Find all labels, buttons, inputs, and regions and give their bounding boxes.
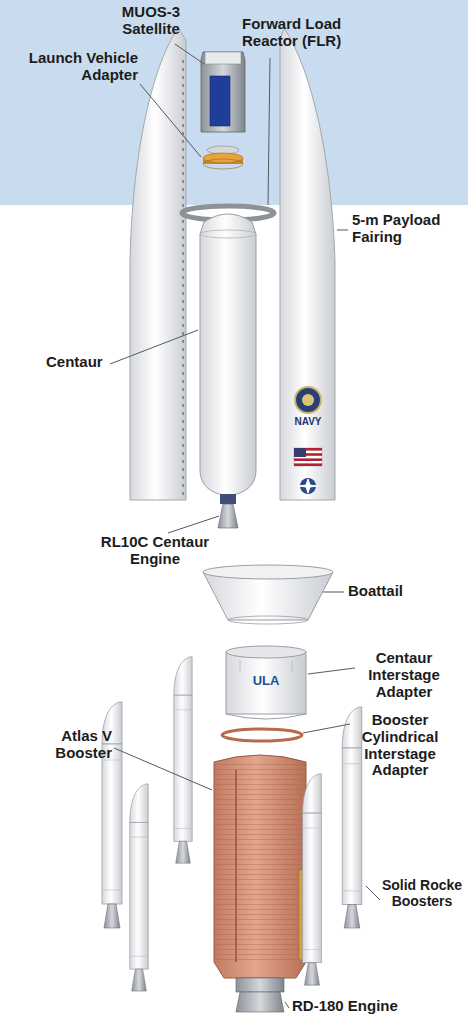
part-label: Booster Cylindrical Interstage Adapter	[352, 712, 448, 779]
part-label: 5-m Payload Fairing	[352, 212, 456, 246]
part-label: Centaur Interstage Adapter	[358, 650, 450, 700]
logo-text: NAVY	[286, 416, 330, 427]
part-label: Launch Vehicle Adapter	[18, 50, 138, 84]
part-label: Atlas V Booster	[34, 728, 112, 762]
part-label: Boattail	[348, 583, 428, 600]
part-label: RL10C Centaur Engine	[94, 534, 216, 568]
part-label: RD-180 Engine	[292, 998, 422, 1015]
logo-text: ULA	[236, 674, 296, 689]
part-label: Centaur	[46, 354, 116, 371]
part-label: Forward Load Reactor (FLR)	[242, 16, 352, 50]
part-label: MUOS-3 Satellite	[112, 4, 190, 38]
part-label: Solid Rocke Boosters	[380, 878, 464, 909]
